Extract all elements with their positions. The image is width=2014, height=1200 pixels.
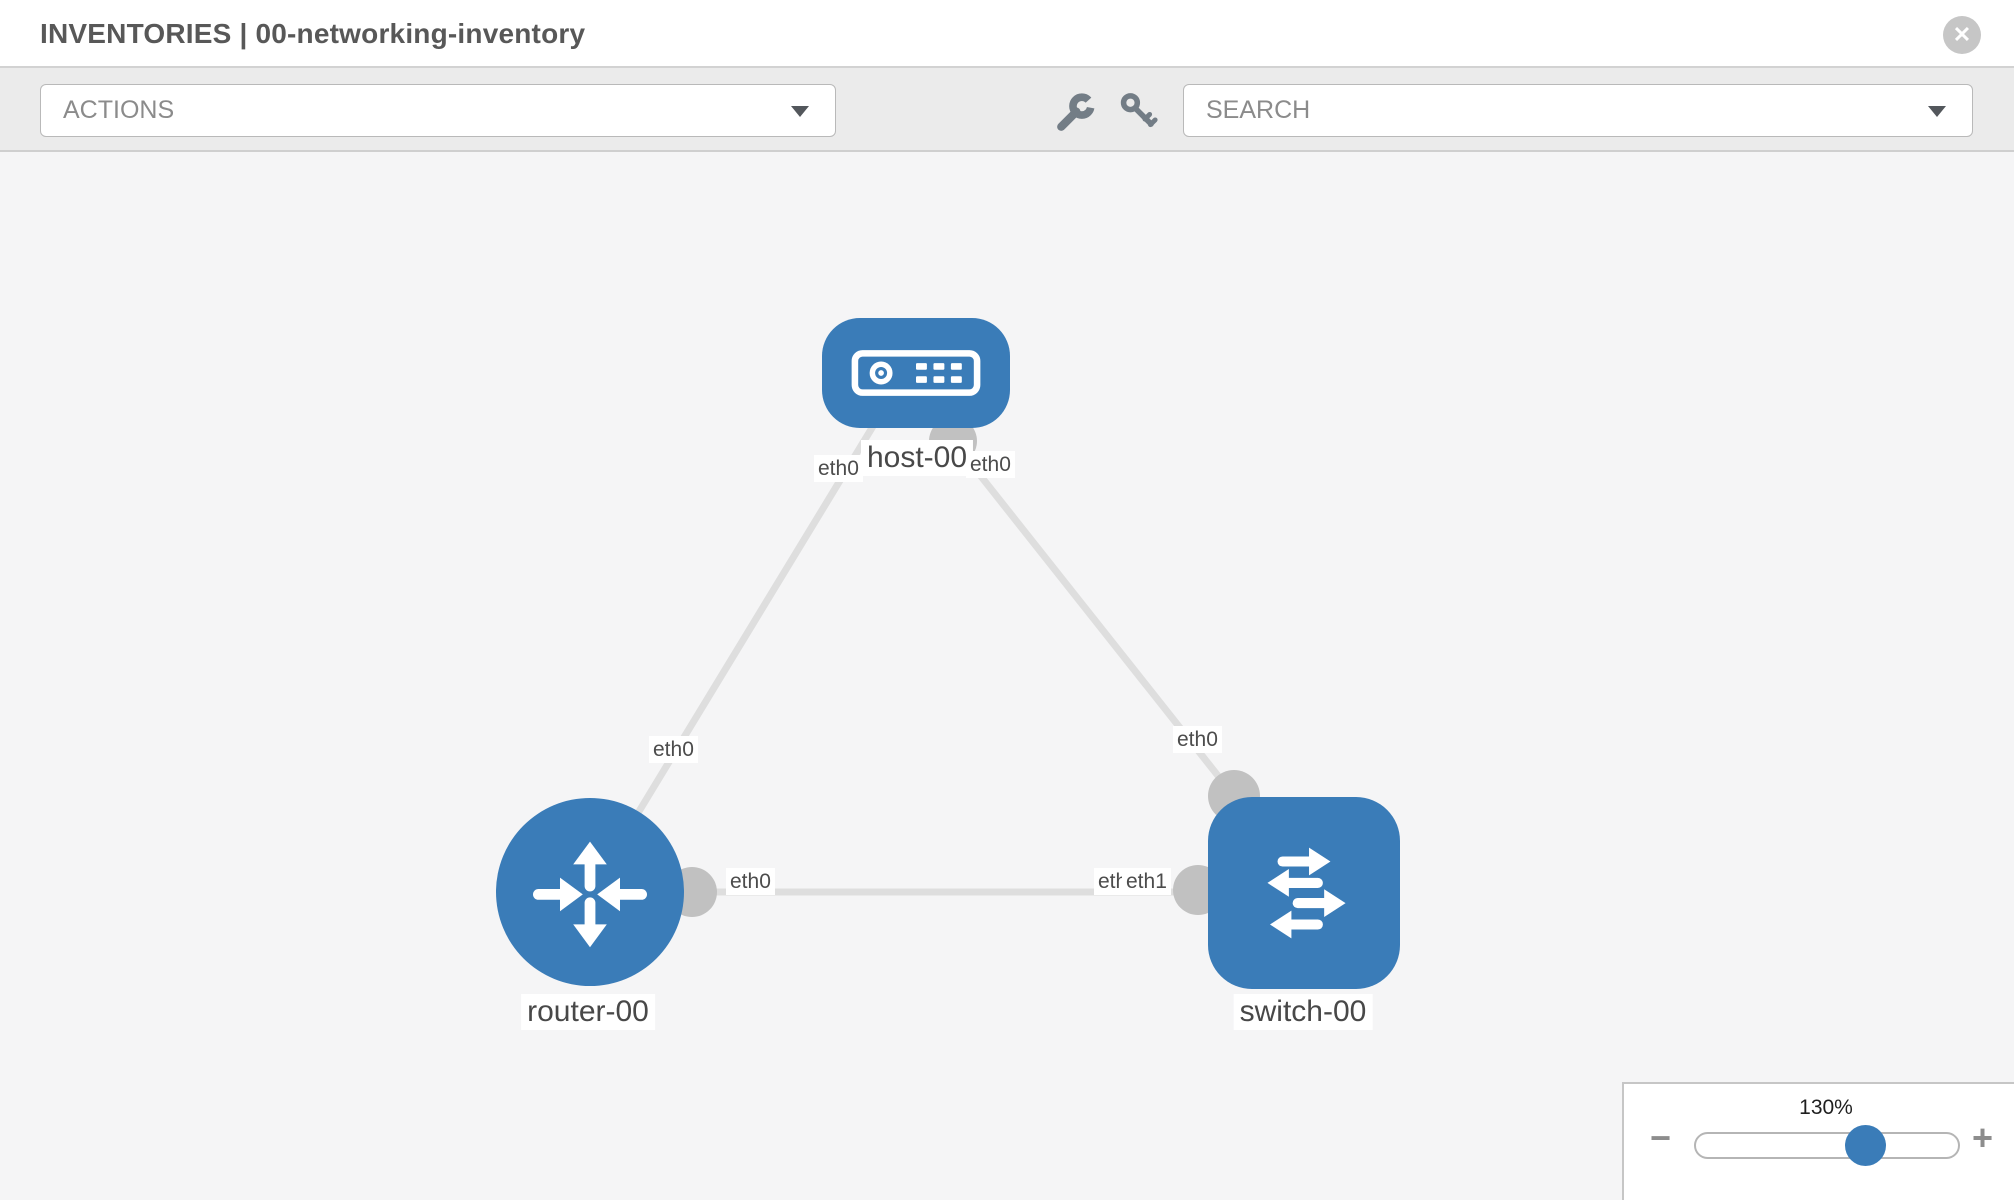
actions-dropdown-label: ACTIONS — [63, 96, 175, 124]
switch-icon — [1267, 847, 1346, 939]
iface-label-router-to-switch: eth0 — [726, 868, 775, 896]
iface-label-router-to-host: eth0 — [649, 736, 698, 764]
node-label-router: router-00 — [521, 994, 655, 1030]
node-label-host: host-00 — [860, 440, 974, 476]
panel-header: INVENTORIES | 00-networking-inventory ✕ — [0, 0, 2014, 68]
search-dropdown[interactable]: SEARCH — [1183, 84, 1973, 137]
page-title: INVENTORIES | 00-networking-inventory — [40, 18, 586, 49]
zoom-in-button[interactable]: + — [1972, 1117, 1994, 1158]
zoom-slider-handle[interactable] — [1845, 1125, 1886, 1166]
iface-label-switch-to-host: eth0 — [1173, 726, 1222, 754]
zoom-level: 130% — [1799, 1096, 1853, 1119]
key-icon[interactable] — [1116, 91, 1160, 135]
router-icon — [533, 841, 647, 948]
iface-label-host-to-router: eth0 — [814, 455, 863, 483]
host-icon — [851, 350, 981, 396]
iface-label-host-to-switch: eth0 — [966, 451, 1015, 479]
node-switch[interactable] — [1208, 797, 1400, 989]
chevron-down-icon — [1928, 106, 1946, 117]
search-dropdown-label: SEARCH — [1206, 96, 1311, 124]
topology-canvas[interactable]: host-00 router-00 switch-00 eth0 eth0 et… — [0, 152, 2014, 1200]
node-label-switch: switch-00 — [1233, 994, 1373, 1030]
node-router[interactable] — [496, 798, 684, 986]
actions-dropdown[interactable]: ACTIONS — [40, 84, 836, 137]
wrench-icon[interactable] — [1053, 91, 1097, 135]
node-host[interactable] — [822, 318, 1010, 428]
zoom-out-button[interactable]: − — [1650, 1117, 1672, 1158]
close-icon[interactable]: ✕ — [1943, 16, 1981, 54]
chevron-down-icon — [791, 106, 809, 117]
links-layer — [587, 416, 1260, 917]
zoom-panel: 130% − + — [1622, 1082, 2014, 1200]
toolbar: ACTIONS SEARCH — [0, 68, 2014, 152]
zoom-slider-track[interactable] — [1694, 1132, 1960, 1159]
iface-label-switch-to-router: eth1 — [1122, 868, 1171, 896]
